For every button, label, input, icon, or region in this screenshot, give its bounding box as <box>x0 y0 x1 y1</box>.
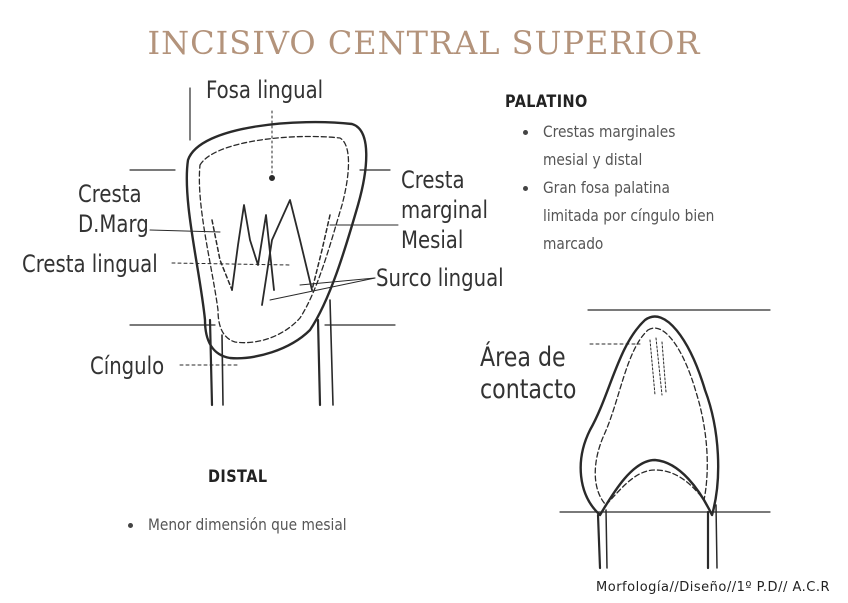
label-cingulo: Cíngulo <box>90 352 164 380</box>
distal-heading: DISTAL <box>208 467 267 487</box>
label-area-contacto-line2: contacto <box>480 374 576 406</box>
leader-cresta-lingual <box>172 263 290 265</box>
label-cresta-lingual: Cresta lingual <box>22 250 158 278</box>
root-right-inner <box>716 505 717 568</box>
root-left-inner <box>606 510 607 568</box>
list-item: marcado <box>515 230 742 258</box>
palatino-bullets: Crestas marginales mesial y distal Gran … <box>515 118 742 258</box>
bullet-text: marcado <box>543 230 603 258</box>
leader-surco-2 <box>300 278 375 285</box>
root-left <box>210 320 212 405</box>
proximal-view-drawing <box>560 310 770 568</box>
label-cresta-dmarg-line2: D.Marg <box>78 210 149 238</box>
bullet-text: Menor dimensión que mesial <box>148 511 347 539</box>
leader-cresta-dmarg <box>150 230 220 232</box>
root-right-inner <box>330 300 333 405</box>
lingual-ridges <box>232 205 274 290</box>
bullet-dot <box>523 186 528 191</box>
list-item: Crestas marginales <box>515 118 742 146</box>
label-fosa-lingual: Fosa lingual <box>206 76 323 104</box>
distal-bullets: Menor dimensión que mesial <box>120 511 379 539</box>
list-item: limitada por cíngulo bien <box>515 202 742 230</box>
list-item: Menor dimensión que mesial <box>120 511 379 539</box>
bullet-text: limitada por cíngulo bien <box>543 202 714 230</box>
proximal-outline <box>581 316 718 515</box>
label-cresta-dmarg-line1: Cresta <box>78 180 142 208</box>
label-area-contacto-line1: Área de <box>480 342 566 374</box>
leader-surco-1 <box>270 278 375 300</box>
label-cresta-marginal-line3: Mesial <box>401 226 463 254</box>
label-cresta-marginal-line2: marginal <box>401 196 488 224</box>
bullet-dot <box>128 523 133 528</box>
root-left <box>598 515 600 568</box>
footer-credit: Morfología//Diseño//1º P.D// A.C.R <box>596 580 830 595</box>
bullet-dot <box>523 130 528 135</box>
lingual-view-drawing <box>130 88 398 405</box>
list-item: Gran fosa palatina <box>515 174 742 202</box>
palatino-heading: PALATINO <box>505 92 588 112</box>
label-cresta-marginal-line1: Cresta <box>401 166 465 194</box>
contact-area-hatch <box>650 338 666 395</box>
root-right <box>318 320 320 405</box>
list-item: mesial y distal <box>515 146 742 174</box>
distal-marginal-ridge <box>212 220 232 290</box>
bullet-text: Crestas marginales <box>543 118 675 146</box>
bullet-text: Gran fosa palatina <box>543 174 670 202</box>
crown-inner-outline <box>199 136 348 342</box>
lingual-ridges-2 <box>262 200 312 305</box>
root-left-inner <box>222 335 223 405</box>
bullet-text: mesial y distal <box>543 146 642 174</box>
crown-outline <box>187 122 366 358</box>
label-surco-lingual: Surco lingual <box>376 264 504 292</box>
